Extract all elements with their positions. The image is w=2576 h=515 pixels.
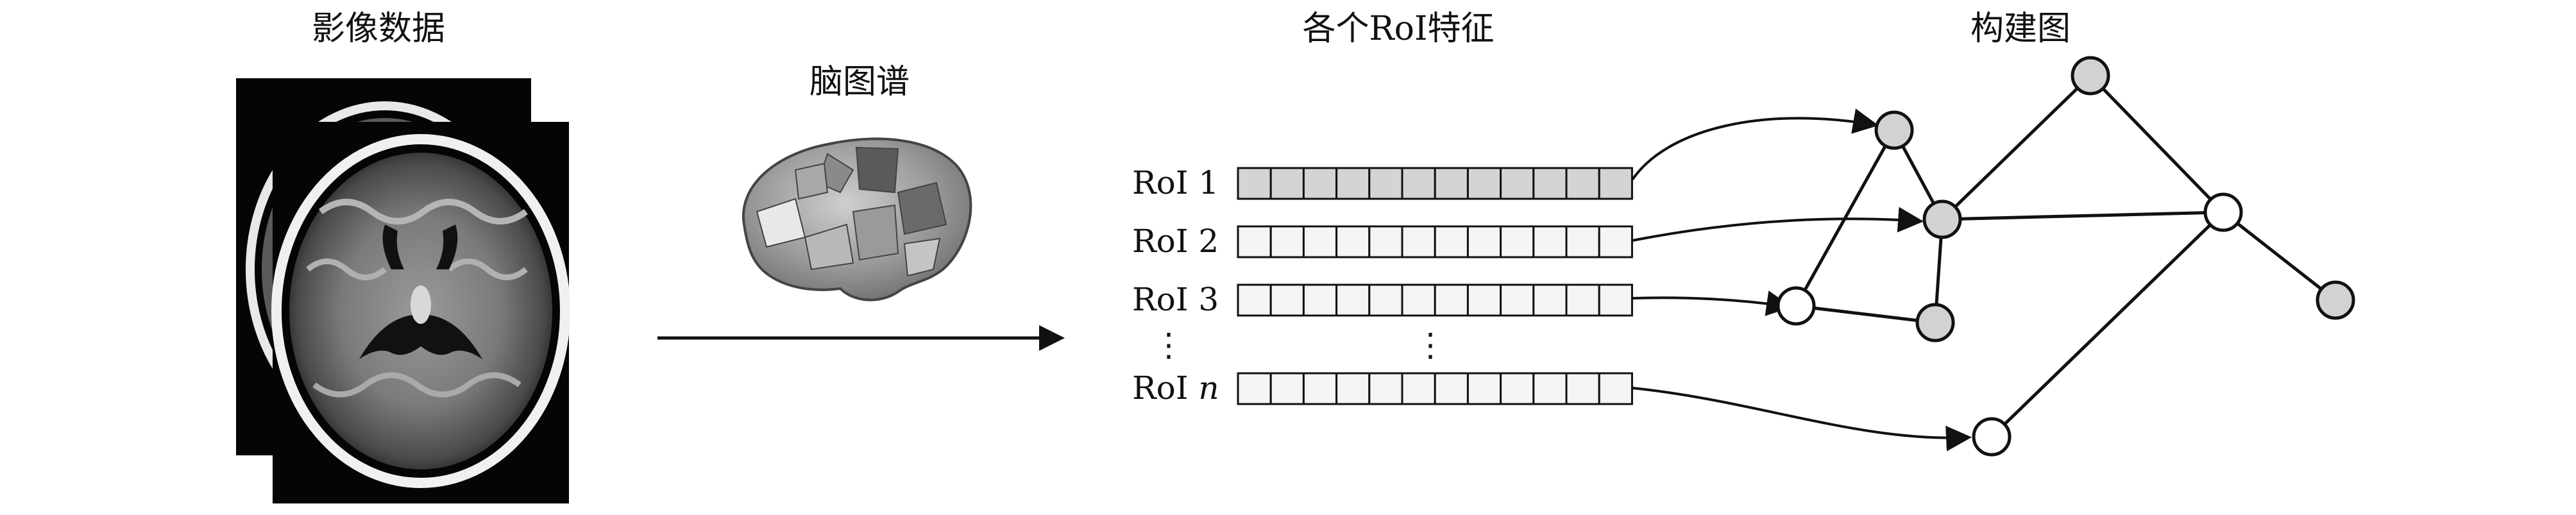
feature-cell (1532, 283, 1568, 317)
mri-scan-stack-image (236, 78, 570, 503)
feature-cell (1269, 283, 1305, 317)
feature-cell (1500, 167, 1535, 200)
feature-vector-roi-1 (1237, 167, 1633, 200)
feature-cell (1368, 225, 1403, 258)
roi-label-2: RoI 2 (1132, 223, 1219, 260)
feature-cell (1434, 225, 1469, 258)
feature-cell (1500, 372, 1535, 405)
feature-vector-roi-3 (1237, 283, 1633, 317)
feature-cell (1368, 167, 1403, 200)
graph-node-gray (1915, 303, 1955, 342)
roi-ellipsis-vector: ⋮ (1414, 326, 1446, 364)
graph-node-gray (2316, 280, 2355, 320)
graph-nodes (1776, 56, 2355, 457)
graph-edge (1941, 74, 2092, 221)
roi-label-n: RoI n (1132, 369, 1219, 407)
feature-cell (1598, 225, 1633, 258)
feature-cell (1401, 225, 1436, 258)
roi-ellipsis-label: ⋮ (1153, 326, 1185, 364)
feature-cell (1269, 167, 1305, 200)
feature-cell (1532, 167, 1568, 200)
feature-cell (1598, 167, 1633, 200)
feature-cell (1302, 283, 1338, 317)
feature-cell (1302, 167, 1338, 200)
imaging-data-title: 影像数据 (312, 10, 445, 48)
feature-cell (1302, 372, 1338, 405)
roi-label-3: RoI 3 (1132, 281, 1219, 318)
feature-cell (1466, 283, 1502, 317)
feature-cell (1598, 372, 1633, 405)
feature-cell (1500, 283, 1535, 317)
feature-cell (1237, 372, 1272, 405)
feature-cell (1269, 225, 1305, 258)
build-graph-title: 构建图 (1970, 10, 2071, 48)
feature-cell (1401, 167, 1436, 200)
graph-edge (2222, 211, 2337, 301)
feature-cell (1401, 372, 1436, 405)
feature-cell (1434, 167, 1469, 200)
feature-cell (1237, 283, 1272, 317)
feature-cell (1500, 225, 1535, 258)
feature-cell (1598, 283, 1633, 317)
arrow-roi-2-to-node (1632, 207, 1924, 242)
feature-cell (1335, 372, 1371, 405)
graph-node-gray (1874, 110, 1914, 150)
graph-edge (2089, 74, 2224, 214)
graph-node-white (1972, 417, 2012, 457)
feature-cell (1269, 372, 1305, 405)
feature-cell (1335, 225, 1371, 258)
brain-atlas-image (741, 137, 972, 301)
feature-cell (1565, 283, 1600, 317)
brain-atlas-title: 脑图谱 (809, 63, 910, 101)
graph-edge (1795, 304, 1936, 325)
feature-cell (1466, 167, 1502, 200)
arrow-roi-n-to-node (1632, 387, 1972, 452)
feature-cell (1565, 167, 1600, 200)
roi-label-1: RoI 1 (1132, 164, 1219, 201)
graph-node-gray (1922, 199, 1962, 239)
roi-features-title: 各个RoI特征 (1302, 10, 1494, 48)
feature-cell (1434, 372, 1469, 405)
feature-cell (1302, 225, 1338, 258)
feature-vector-roi-2 (1237, 225, 1633, 258)
feature-cell (1237, 225, 1272, 258)
feature-cell (1335, 167, 1371, 200)
feature-cell (1401, 283, 1436, 317)
graph-edge (1794, 129, 1896, 307)
feature-cell (1368, 372, 1403, 405)
arrow-roi-1-to-node (1631, 108, 1879, 181)
feature-cell (1368, 283, 1403, 317)
arrow-roi-3-to-node (1632, 291, 1792, 316)
feature-cell (1466, 225, 1502, 258)
feature-cell (1532, 372, 1568, 405)
graph-node-gray (2071, 56, 2110, 96)
feature-cell (1466, 372, 1502, 405)
feature-cell (1237, 167, 1272, 200)
feature-cell (1565, 372, 1600, 405)
feature-vector-roi-n (1237, 372, 1633, 405)
feature-cell (1434, 283, 1469, 317)
feature-cell (1335, 283, 1371, 317)
graph-node-white (2203, 192, 2243, 232)
graph-edge (1990, 211, 2224, 438)
feature-cell (1532, 225, 1568, 258)
feature-cell (1565, 225, 1600, 258)
graph-node-white (1776, 286, 1816, 326)
graph-edge (1942, 210, 2224, 221)
